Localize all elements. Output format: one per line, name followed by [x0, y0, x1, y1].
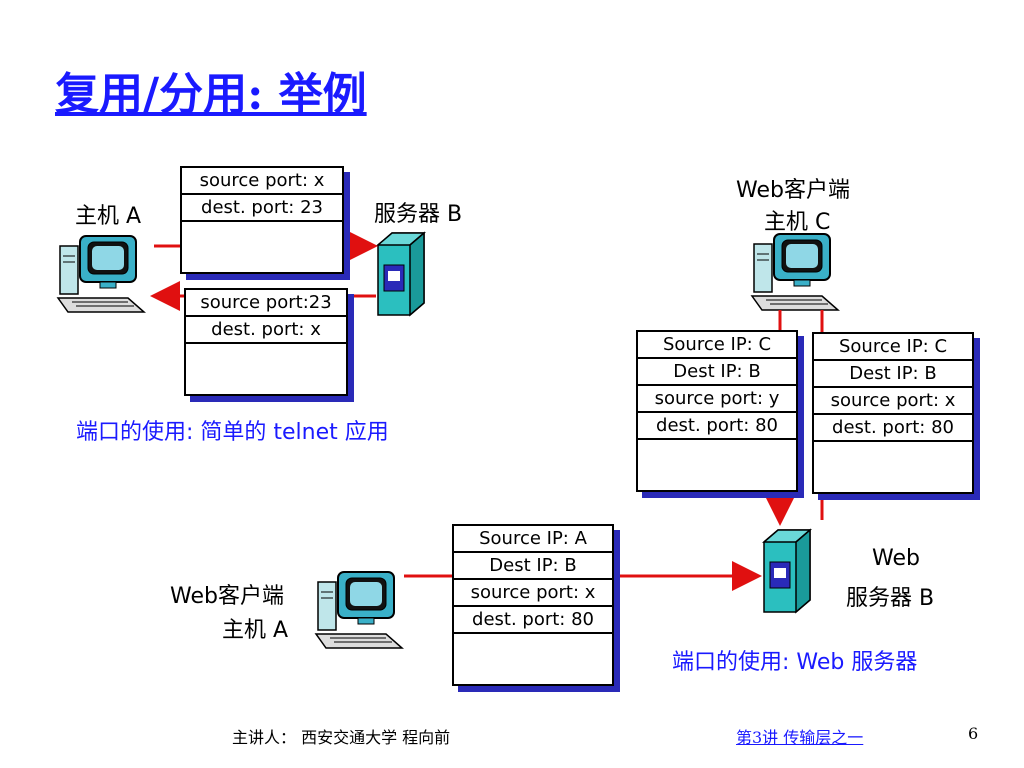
packet-field: dest. port: x: [186, 317, 346, 344]
telnet-request-packet: source port: x dest. port: 23: [180, 166, 344, 274]
web-client-a-label-line2: 主机 A: [222, 618, 289, 643]
web-client-a-packet: Source IP: A Dest IP: B source port: x d…: [452, 524, 614, 686]
web-client-a-label-line1: Web客户端: [170, 584, 284, 609]
packet-field: source port:23: [186, 290, 346, 317]
packet-field: dest. port: 80: [814, 415, 972, 442]
packet-field: Dest IP: B: [638, 359, 796, 386]
web-client-a-computer-icon: [315, 571, 403, 649]
packet-field: Dest IP: B: [454, 553, 612, 580]
footer-lecturer: 主讲人： 西安交通大学 程向前: [232, 728, 451, 747]
host-c-packet-1: Source IP: C Dest IP: B source port: y d…: [636, 330, 798, 492]
server-b-label: 服务器 B: [374, 202, 463, 227]
telnet-caption: 端口的使用: 简单的 telnet 应用: [76, 420, 389, 445]
packet-field: source port: x: [814, 388, 972, 415]
packet-field: dest. port: 23: [182, 195, 342, 222]
host-c-computer-icon: [751, 233, 839, 311]
server-b-icon: [377, 232, 425, 316]
packet-field: dest. port: 80: [454, 607, 612, 634]
web-server-label-line1: Web: [872, 546, 920, 571]
packet-field: Source IP: A: [454, 526, 612, 553]
web-server-b-icon: [763, 529, 811, 613]
packet-field: source port: x: [454, 580, 612, 607]
packet-field: Source IP: C: [814, 334, 972, 361]
packet-field: source port: y: [638, 386, 796, 413]
host-c-packet-2: Source IP: C Dest IP: B source port: x d…: [812, 332, 974, 494]
packet-field: dest. port: 80: [638, 413, 796, 440]
web-server-label-line2: 服务器 B: [846, 586, 935, 611]
packet-field: source port: x: [182, 168, 342, 195]
footer-chapter-link[interactable]: 第3讲 传输层之一: [736, 728, 864, 747]
packet-field: Source IP: C: [638, 332, 796, 359]
web-client-c-label-line1: Web客户端: [736, 178, 850, 203]
slide-title: 复用/分用: 举例: [55, 69, 367, 120]
page-number: 6: [968, 724, 979, 743]
host-a-label: 主机 A: [75, 204, 142, 229]
web-client-c-label-line2: 主机 C: [764, 210, 831, 235]
web-caption: 端口的使用: Web 服务器: [672, 650, 918, 675]
host-a-computer-icon: [57, 235, 145, 313]
telnet-reply-packet: source port:23 dest. port: x: [184, 288, 348, 396]
packet-field: Dest IP: B: [814, 361, 972, 388]
